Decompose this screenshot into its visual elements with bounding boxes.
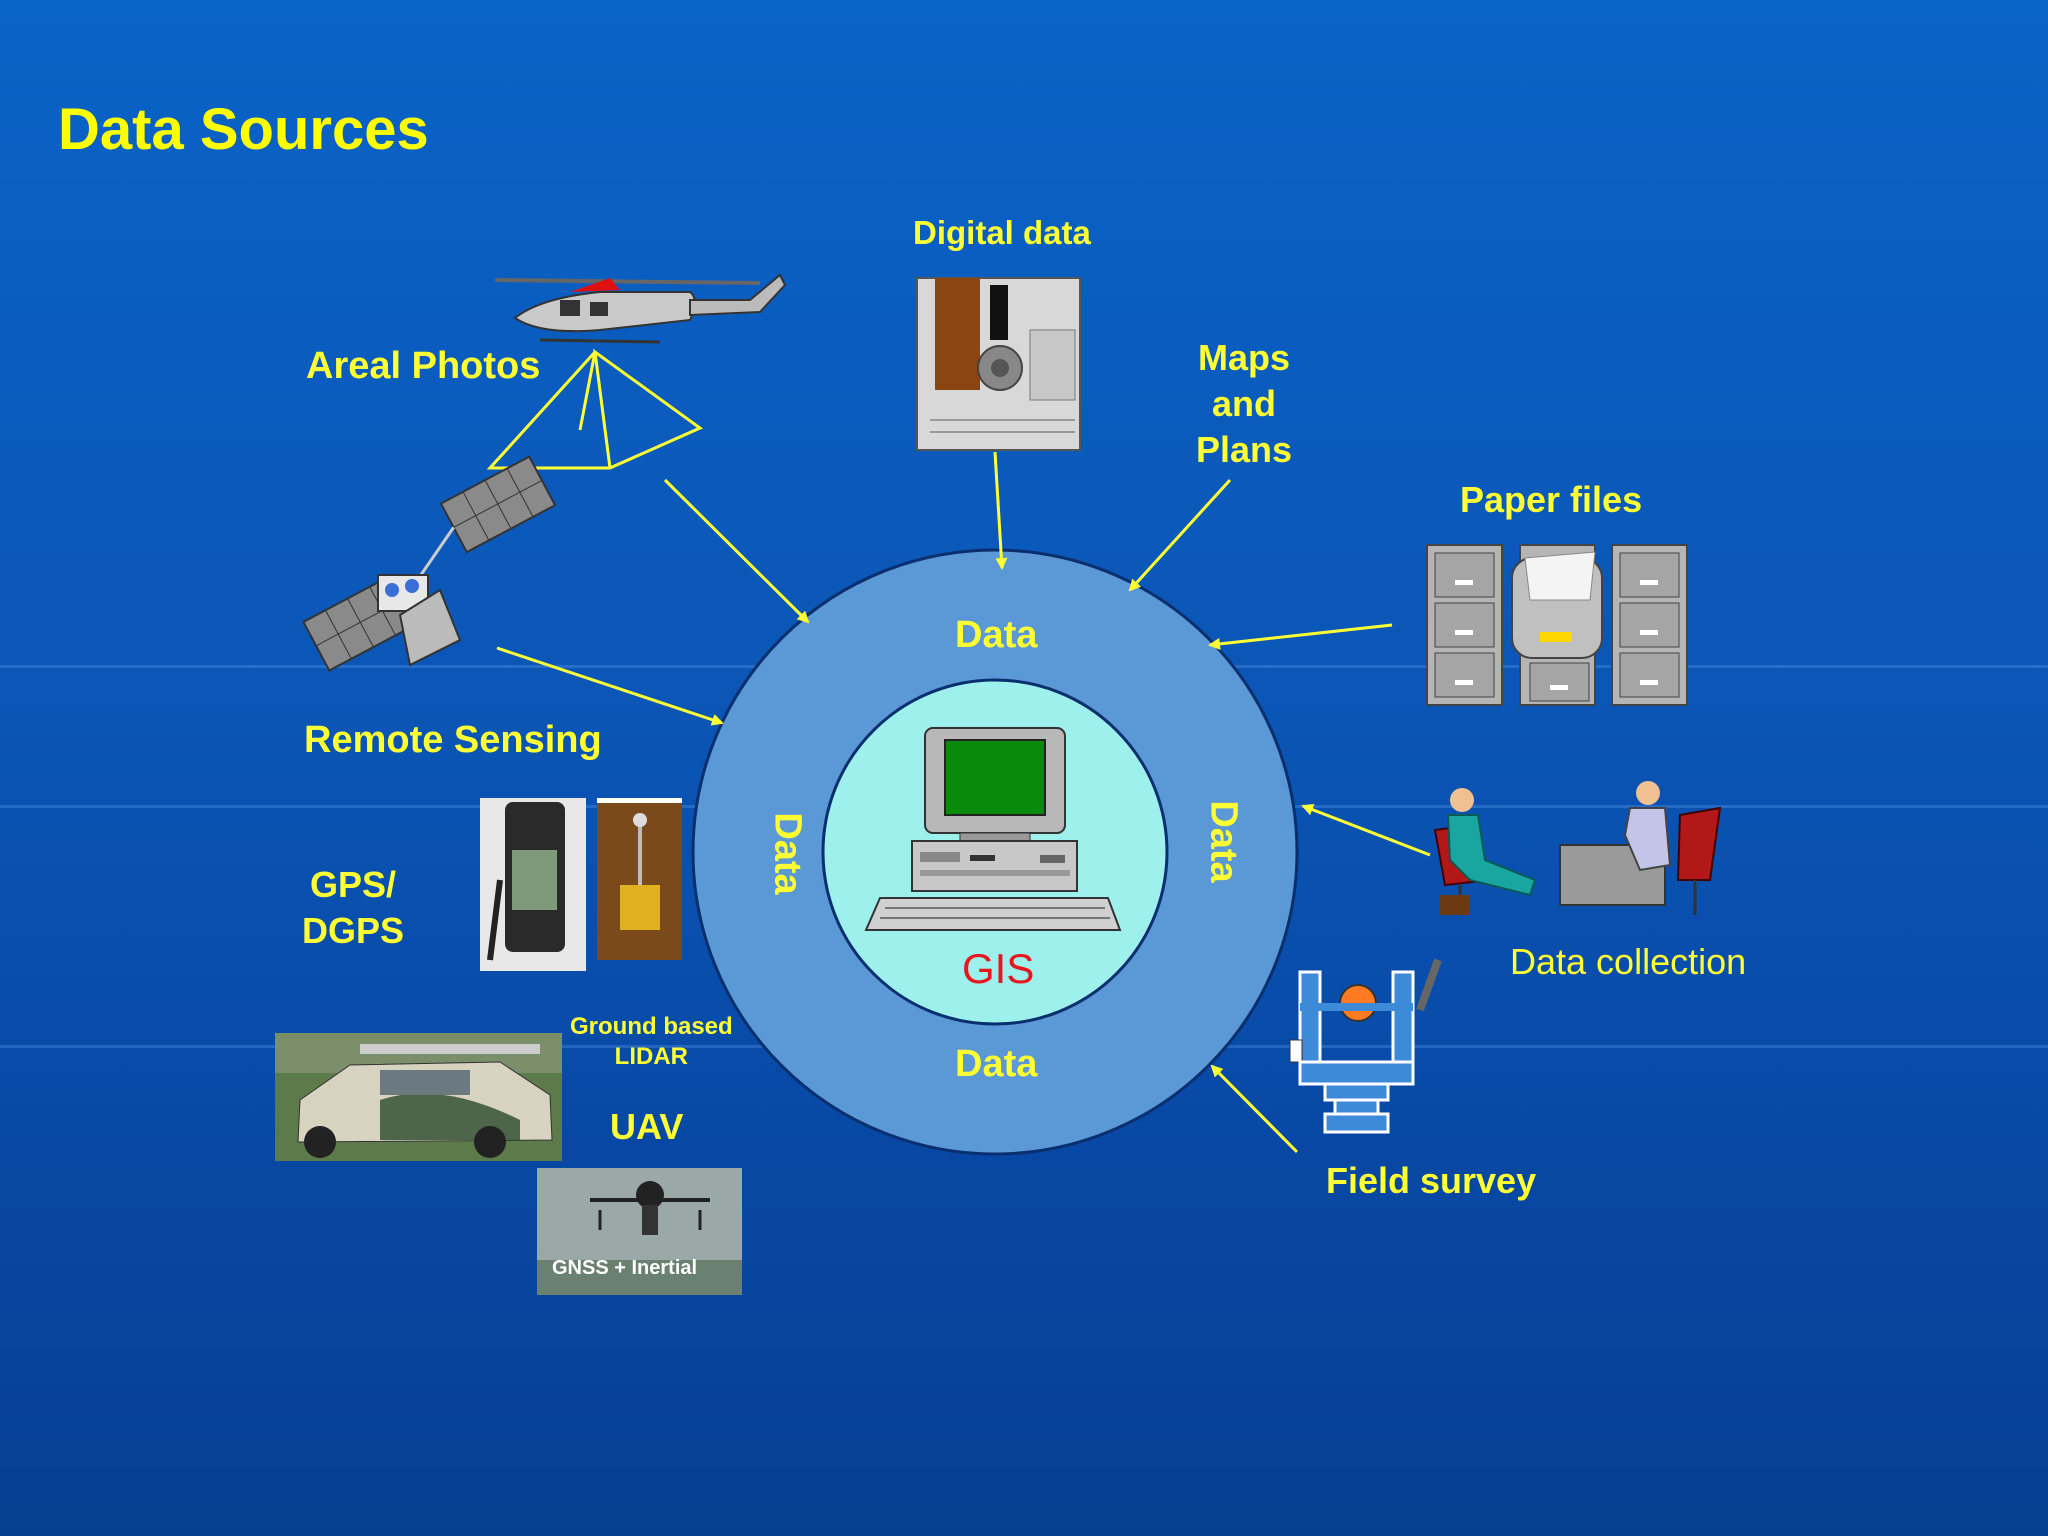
label-paper-files: Paper files — [1460, 479, 1643, 520]
label-remote-sensing: Remote Sensing — [304, 719, 602, 761]
label-areal-photos: Areal Photos — [306, 345, 541, 387]
label-maps-plans: Maps and Plans — [1196, 337, 1293, 470]
arrow-remote-sensing — [496, 646, 724, 726]
arrow-data-collection — [1301, 804, 1431, 857]
arrow-field-survey — [1210, 1064, 1299, 1154]
label-uav: UAV — [610, 1106, 684, 1147]
floppy-disk-icon — [916, 277, 1081, 451]
satellite-icon — [302, 455, 557, 672]
label-data-collection: Data collection — [1510, 941, 1747, 982]
uav-photo — [537, 1168, 742, 1295]
gps-base-photo — [597, 798, 682, 960]
ring-label-bottom: Data — [955, 1043, 1038, 1085]
label-field-survey: Field survey — [1326, 1160, 1537, 1201]
label-gps-dgps: GPS/ DGPS — [302, 864, 405, 951]
arrow-paper-files — [1208, 623, 1393, 650]
people-meeting-icon — [1433, 781, 1722, 915]
gps-handheld-photo — [480, 798, 586, 971]
helicopter-icon — [494, 273, 787, 344]
lidar-vehicle-photo — [275, 1033, 562, 1161]
uav-photo-caption: GNSS + Inertial — [552, 1257, 698, 1279]
slide-title: Data Sources — [58, 97, 429, 162]
label-ground-lidar: Ground based LIDAR — [570, 1013, 733, 1070]
camera-cone-icon — [486, 348, 703, 470]
arrow-digital-data — [993, 451, 1008, 570]
filing-cabinets-icon — [1426, 544, 1688, 706]
theodolite-icon — [1289, 958, 1442, 1134]
gis-label: GIS — [962, 945, 1035, 992]
arrow-areal-photos — [663, 478, 810, 624]
ring-label-right: Data — [1202, 800, 1245, 883]
label-digital-data: Digital data — [913, 214, 1091, 251]
arrow-maps-plans — [1128, 478, 1232, 592]
ring-label-top: Data — [955, 614, 1038, 656]
computer-icon — [864, 727, 1122, 931]
ring-label-left: Data — [766, 812, 809, 895]
